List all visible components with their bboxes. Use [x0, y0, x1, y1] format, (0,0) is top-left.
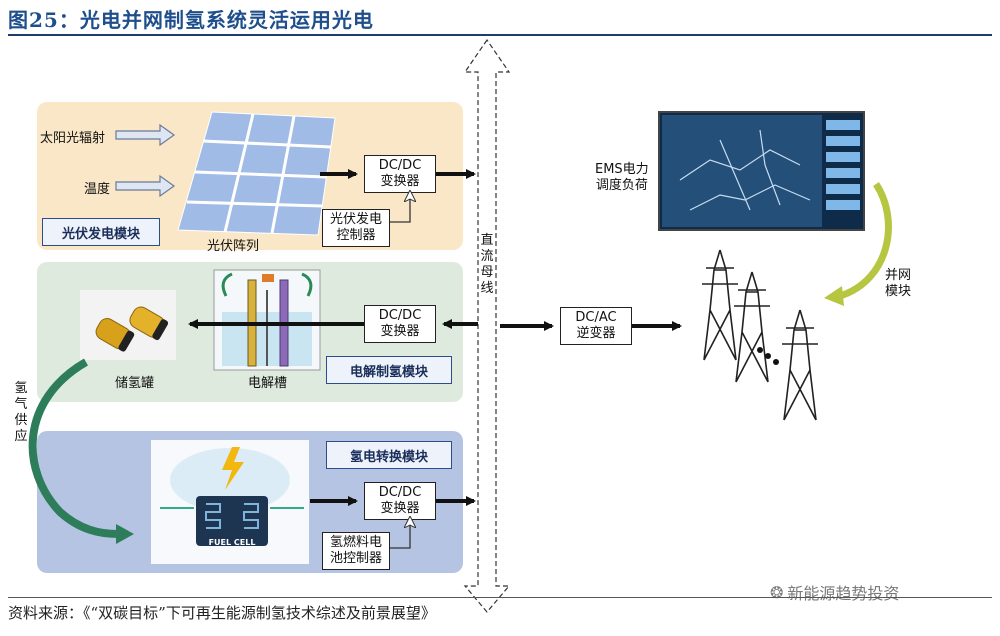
- source-note: 资料来源：《“双碳目标”下可再生能源制氢技术综述及前景展望》: [8, 604, 436, 622]
- converter-label-2: 变换器: [380, 324, 420, 339]
- pv-module-tag: 光伏发电模块: [42, 218, 160, 246]
- pv-controller: 光伏发电 控制器: [322, 209, 390, 247]
- solar-input-label: 太阳光辐射: [40, 131, 106, 146]
- converter-label-1: DC/DC: [378, 308, 422, 323]
- converter-label-2: 变换器: [380, 501, 420, 516]
- h2-supply-char: 应: [14, 429, 28, 444]
- grid-module-label: 并网 模块: [885, 268, 911, 300]
- wechat-icon: ❂: [770, 582, 784, 602]
- grid-label-line: 模块: [885, 284, 912, 299]
- watermark: ❂ 新能源趋势投资: [770, 580, 899, 604]
- dcac-inverter: DC/AC 逆变器: [560, 307, 632, 345]
- dc-bus-label: 直 流 母 线: [479, 233, 495, 297]
- controller-label-1: 光伏发电: [329, 212, 382, 227]
- pv-dcdc-converter: DC/DC 变换器: [364, 155, 436, 193]
- fuel-cell-text: FUEL CELL: [208, 538, 256, 547]
- converter-label-2: 变换器: [380, 174, 420, 189]
- ems-label: EMS电力 调度负荷: [595, 162, 649, 194]
- dc-bus-char: 直: [480, 233, 494, 248]
- h2-supply-char: 供: [14, 413, 28, 428]
- hydrogen-tank-label: 储氢罐: [115, 376, 155, 391]
- watermark-text: 新能源趋势投资: [787, 584, 900, 603]
- fuel-cell-dcdc-converter: DC/DC 变换器: [364, 482, 436, 520]
- hydrogen-supply-label: 氢 气 供 应: [13, 381, 29, 445]
- dc-bus-char: 母: [480, 265, 494, 280]
- title-divider: [8, 34, 992, 36]
- pv-array-label: 光伏阵列: [207, 239, 260, 254]
- h2-supply-char: 气: [14, 397, 28, 412]
- controller-label-2: 控制器: [336, 228, 376, 243]
- ems-label-line: 调度负荷: [595, 178, 648, 193]
- electrolysis-dcdc-converter: DC/DC 变换器: [364, 305, 436, 343]
- dc-bus-char: 流: [480, 249, 494, 264]
- fuel-cell-module-tag: 氢电转换模块: [326, 441, 452, 469]
- fuel-cell-controller: 氢燃料电 池控制器: [322, 532, 390, 570]
- footer-divider: [8, 597, 992, 598]
- inverter-label-1: DC/AC: [575, 310, 617, 325]
- figure-title: 图25：光电并网制氢系统灵活运用光电: [8, 8, 374, 32]
- grid-label-line: 并网: [885, 268, 912, 283]
- controller-label-2: 池控制器: [329, 551, 382, 566]
- electrolysis-module-tag: 电解制氢模块: [326, 356, 452, 384]
- ems-label-line: EMS电力: [595, 162, 649, 177]
- electrolyzer-label: 电解槽: [248, 376, 288, 391]
- converter-label-1: DC/DC: [378, 158, 422, 173]
- h2-supply-char: 氢: [14, 381, 28, 396]
- inverter-label-2: 逆变器: [576, 326, 616, 341]
- temperature-input-label: 温度: [84, 182, 111, 197]
- controller-label-1: 氢燃料电: [329, 535, 382, 550]
- dc-bus-char: 线: [480, 281, 494, 296]
- converter-label-1: DC/DC: [378, 485, 422, 500]
- ems-to-grid-arrow: [838, 182, 892, 300]
